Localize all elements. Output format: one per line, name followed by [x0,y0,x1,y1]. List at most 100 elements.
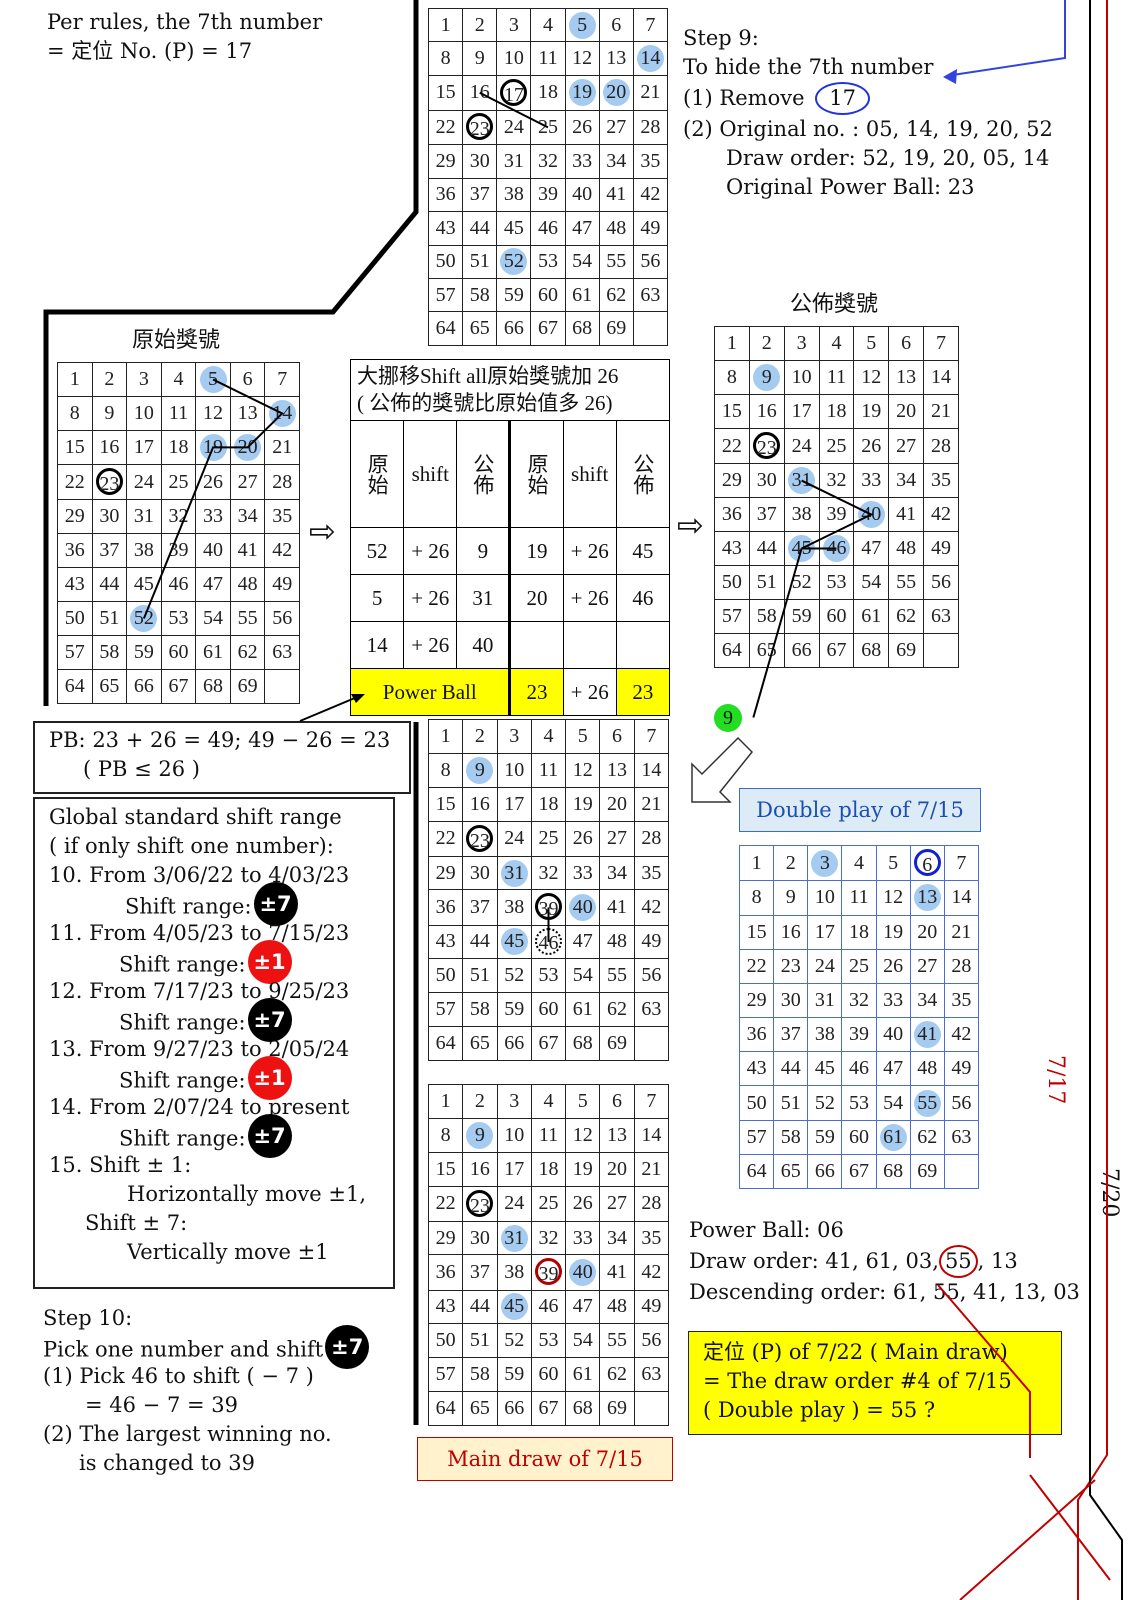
grid-cell: 21 [943,914,980,950]
grid-cell: 48 [888,531,925,566]
grid-number: 53 [538,1329,559,1352]
grid-cell: 19 [875,914,911,950]
grid-number: 33 [572,1226,593,1249]
cell: + 26 [403,574,458,622]
badge-plusminus1: ±1 [247,940,292,984]
grid-cell: 50 [427,958,464,994]
grid-number: 38 [133,539,154,562]
grid-number: 11 [849,886,869,909]
grid-number: 14 [636,45,664,73]
grid-number: 32 [537,149,558,172]
grid-number: 14 [641,758,662,781]
grid-number: 43 [435,216,456,239]
grid-number: 53 [826,570,847,593]
grid-number: 1 [751,851,762,874]
grid-cell: 1 [738,844,775,882]
grid-number: 64 [435,317,456,340]
hdr-published-b: 公佈 [615,420,671,528]
grid-number: 54 [572,964,593,987]
grid-cell: 10 [783,359,820,395]
red-side-line [1077,0,1108,1600]
grid-number: 63 [641,998,662,1021]
grid-number: 30 [756,469,777,492]
grid-number: 38 [814,1023,835,1046]
grid-number: 55 [607,964,628,987]
grid-number: 37 [469,183,490,206]
grid-cell: 28 [943,948,980,984]
grid-number: 13 [913,884,941,912]
step10-line4: (2) The largest winning no. [43,1422,332,1446]
step10-block: Step 10: Pick one number and shift±7 (1)… [43,1304,370,1478]
grid-cell: 64 [738,1153,775,1190]
grid-cell: 60 [841,1119,877,1155]
grid-number: 12 [572,758,593,781]
grid-cell: 7 [264,362,300,397]
grid-cell: 23 [462,820,498,857]
grid-number: 43 [64,573,85,596]
cell: + 26 [403,621,458,669]
rules-item15a: 15. Shift ± 1: [49,1153,192,1177]
grid-number: 5 [577,1089,588,1112]
intro-line-2: = 定位 No. (P) = 17 [47,39,253,63]
grid-cell: 53 [841,1085,877,1121]
grid-cell: 49 [633,924,670,960]
step10-line1: Pick one number and shift±7 [43,1325,370,1369]
grid-number: 57 [64,640,85,663]
grid-number: 7 [646,724,657,747]
hdr-shift-a: shift [403,420,458,528]
grid-cell: 16 [91,429,128,465]
grid-cell [264,668,300,705]
dp-power-ball: Power Ball: 06 [689,1218,844,1242]
grid-number: 21 [951,920,972,943]
grid-cell: 43 [714,531,750,566]
grid-number: 41 [607,895,628,918]
grid-number: 3 [138,367,149,390]
grid-number: 67 [848,1159,869,1182]
grid-number: 10 [791,365,812,388]
grid-cell: 43 [427,924,464,960]
grid-number: 29 [435,1226,456,1249]
grid-cell: 44 [91,567,128,602]
grid-number: 44 [99,573,120,596]
rules-title1: Global standard shift range [49,805,342,829]
hdr-original-a: 原始 [349,420,405,528]
grid-number: 65 [780,1159,801,1182]
grid-number: 23 [466,1189,494,1217]
grid-number: 36 [435,183,456,206]
grid-cell: 34 [598,144,634,179]
grid-number: 31 [500,1224,528,1252]
grid-number: 68 [861,638,882,661]
grid-cell: 58 [91,634,128,670]
grid-number: 18 [538,1157,559,1180]
grid-cell: 13 [599,752,635,788]
grid-number: 28 [641,827,662,850]
grid-number: 42 [931,503,952,526]
grid-number: 24 [504,1192,525,1215]
grid-number: 19 [861,399,882,422]
grid-number: 54 [572,250,593,273]
grid-number: 42 [641,895,662,918]
grid-number: 60 [538,1363,559,1386]
grid-number: 60 [826,604,847,627]
grid-cell: 24 [783,427,820,465]
grid-cell: 42 [264,533,300,569]
grid-cell: 5 [564,7,600,43]
grid-cell: 14 [923,359,959,395]
grid-number: 61 [572,283,593,306]
grid-number: 28 [951,954,972,977]
grid-number: 16 [469,792,490,815]
grid-cell: 51 [91,601,128,636]
grid-number: 18 [538,792,559,815]
grid-number: 17 [500,78,528,106]
grid-number: 37 [99,539,120,562]
grid-cell: 57 [714,598,750,634]
grid-cell: 36 [714,497,750,533]
published-pointer [752,548,803,718]
grid-cell: 30 [748,463,785,499]
green-marker: 9 [714,704,742,732]
